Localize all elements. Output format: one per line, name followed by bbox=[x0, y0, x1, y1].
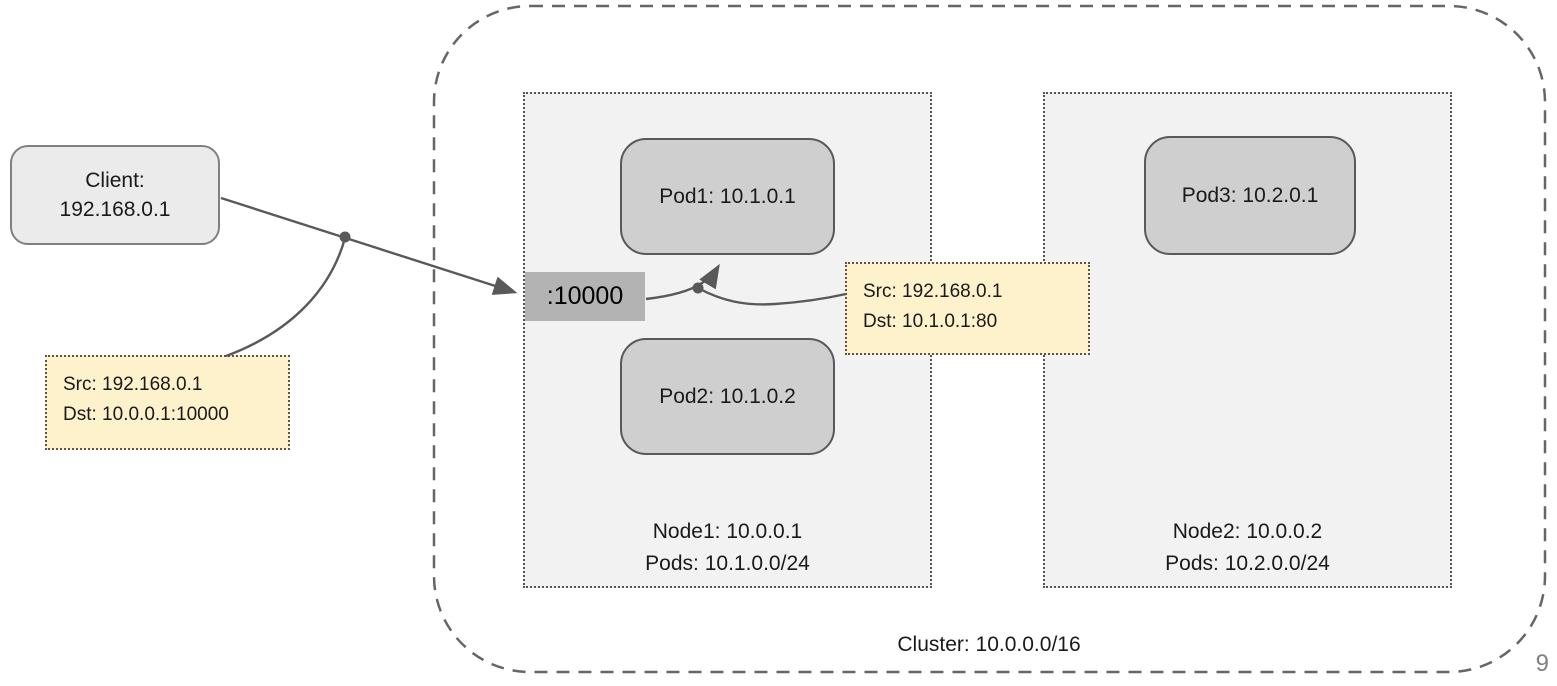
pod1-label: Pod1: 10.1.0.1 bbox=[659, 184, 796, 208]
node2-name: Node2: 10.0.0.2 bbox=[1172, 520, 1323, 543]
packet-annotation-client-to-node: Src: 192.168.0.1 Dst: 10.0.0.1:10000 bbox=[45, 355, 290, 450]
node1-label: Node1: 10.0.0.1 Pods: 10.1.0.0/24 bbox=[525, 516, 930, 580]
client-ip: 192.168.0.1 bbox=[59, 198, 171, 221]
node2-pods-cidr: Pods: 10.2.0.0/24 bbox=[1165, 552, 1330, 575]
annotation1-leader-line bbox=[225, 237, 347, 358]
client-box: Client: 192.168.0.1 bbox=[10, 145, 220, 245]
pod2-label: Pod2: 10.1.0.2 bbox=[659, 384, 796, 408]
port-number: :10000 bbox=[546, 282, 624, 310]
packet2-src: Src: 192.168.0.1 bbox=[863, 281, 1003, 302]
pod3-box: Pod3: 10.2.0.1 bbox=[1144, 136, 1356, 255]
pod2-box: Pod2: 10.1.0.2 bbox=[620, 338, 835, 455]
packet1-dst: Dst: 10.0.0.1:10000 bbox=[63, 404, 229, 425]
node1-name: Node1: 10.0.0.1 bbox=[652, 520, 803, 543]
node-port-label: :10000 bbox=[525, 272, 645, 321]
node2-label: Node2: 10.0.0.2 Pods: 10.2.0.0/24 bbox=[1045, 516, 1450, 580]
junction-dot-client-line bbox=[339, 231, 351, 243]
cluster-label: Cluster: 10.0.0.0/16 bbox=[897, 633, 1081, 656]
packet2-dst: Dst: 10.1.0.1:80 bbox=[863, 311, 998, 332]
pod1-box: Pod1: 10.1.0.1 bbox=[620, 138, 835, 255]
packet-annotation-node-to-pod: Src: 192.168.0.1 Dst: 10.1.0.1:80 bbox=[845, 262, 1090, 355]
packet1-src: Src: 192.168.0.1 bbox=[63, 374, 203, 395]
pod3-label: Pod3: 10.2.0.1 bbox=[1181, 183, 1319, 207]
client-to-port-arrow bbox=[220, 196, 518, 295]
page-number: 9 bbox=[1535, 650, 1549, 677]
node1-pods-cidr: Pods: 10.1.0.0/24 bbox=[645, 552, 810, 575]
client-title: Client: bbox=[85, 169, 145, 192]
